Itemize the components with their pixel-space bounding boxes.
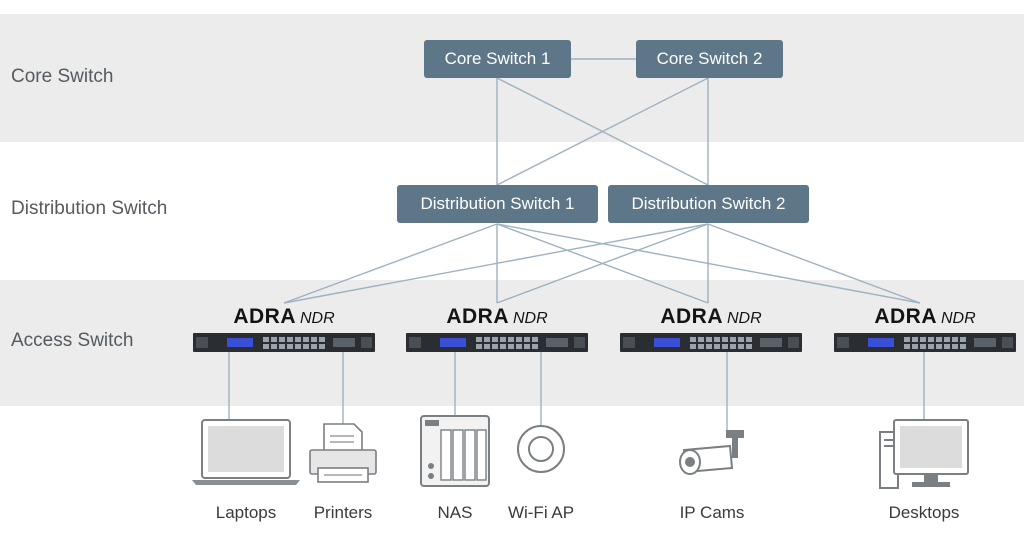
laptops-label: Laptops [215, 503, 277, 522]
rack-switch-icon [834, 333, 1016, 352]
wifi-ap-label: Wi-Fi AP [507, 503, 575, 522]
core-switch-2-node: Core Switch 2 [636, 40, 783, 78]
ip-cams-label: IP Cams [679, 503, 745, 522]
laptop-icon [192, 419, 300, 485]
desktop-icon [879, 419, 969, 489]
rack-switch-icon [620, 333, 802, 352]
nas-label: NAS [437, 503, 473, 522]
distribution-switch-1-node: Distribution Switch 1 [397, 185, 598, 223]
core-tier-band [0, 14, 1024, 142]
desktops-label: Desktops [888, 503, 960, 522]
access-tier-label: Access Switch [11, 330, 134, 351]
link-dist2-access1 [283, 223, 709, 304]
link-dist1-access1 [283, 223, 498, 304]
link-dist2-access2 [496, 223, 709, 304]
wifi-ap-icon [517, 425, 565, 473]
rack-switch-icon [406, 333, 588, 352]
link-dist2-access4 [707, 223, 921, 304]
rack-switch-icon [193, 333, 375, 352]
ip-camera-icon [679, 430, 744, 475]
core-tier-label: Core Switch [11, 66, 114, 87]
printer-icon [309, 423, 377, 483]
printers-label: Printers [313, 503, 373, 522]
core-switch-1-node: Core Switch 1 [424, 40, 571, 78]
nas-icon [420, 415, 490, 487]
link-core2-dist1 [496, 77, 709, 186]
distribution-switch-2-node: Distribution Switch 2 [608, 185, 809, 223]
distribution-tier-label: Distribution Switch [11, 198, 168, 219]
